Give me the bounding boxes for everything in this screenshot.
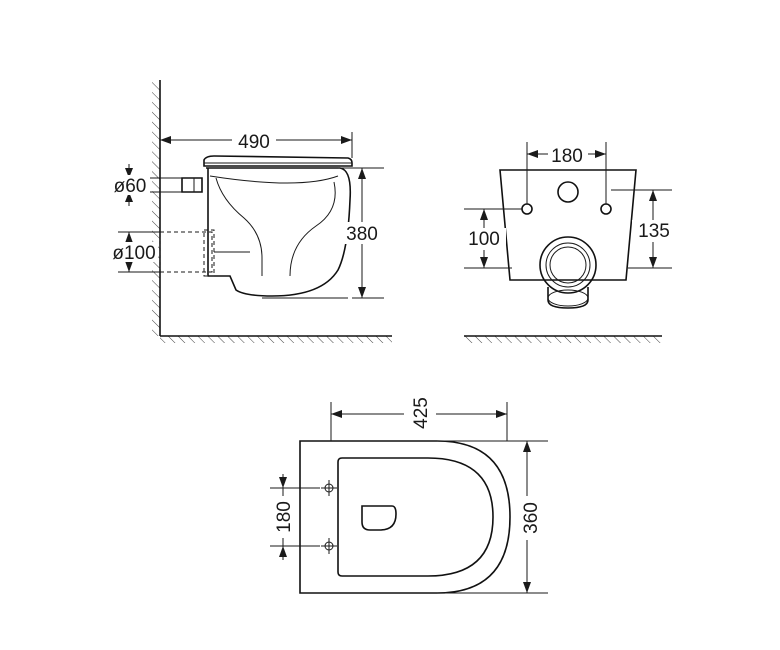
dim-inlet-diameter: ø60 [114, 176, 147, 197]
back-plate [500, 170, 636, 280]
dim-height-380: 380 [346, 224, 378, 245]
outlet-spigot [548, 287, 588, 308]
dim-right-height-135: 135 [638, 221, 670, 242]
seat-outline-inner [338, 458, 493, 576]
top-view: 425 360 180 [270, 396, 548, 593]
rear-view: 180 100 135 [464, 142, 676, 343]
dim-left-height-100: 100 [468, 229, 500, 250]
wall-hatch [152, 80, 160, 336]
dim-outlet-diameter: ø100 [112, 243, 155, 264]
bolt-hole-left [522, 204, 532, 214]
bowl-outline-outer [300, 441, 510, 593]
bowl-trapway [216, 178, 262, 276]
bolt-hole-right [601, 204, 611, 214]
flush-outlet [362, 506, 396, 530]
dim-depth-360: 360 [521, 502, 542, 534]
inlet-pipe [182, 178, 202, 192]
floor-hatch-rear [464, 336, 662, 343]
dim-hole-spacing-180: 180 [274, 501, 295, 533]
outlet-ring [540, 237, 596, 293]
side-view: 490 380 ø60 ø100 [108, 80, 392, 343]
water-inlet-hole [558, 182, 578, 202]
bowl-outer [206, 168, 350, 296]
dim-width-425: 425 [411, 397, 432, 429]
seat-lid [204, 156, 352, 166]
floor-hatch-side [160, 336, 392, 343]
dim-bolt-spacing-180: 180 [551, 146, 583, 167]
outlet-pipe [160, 232, 212, 272]
dim-length-490: 490 [238, 132, 270, 153]
